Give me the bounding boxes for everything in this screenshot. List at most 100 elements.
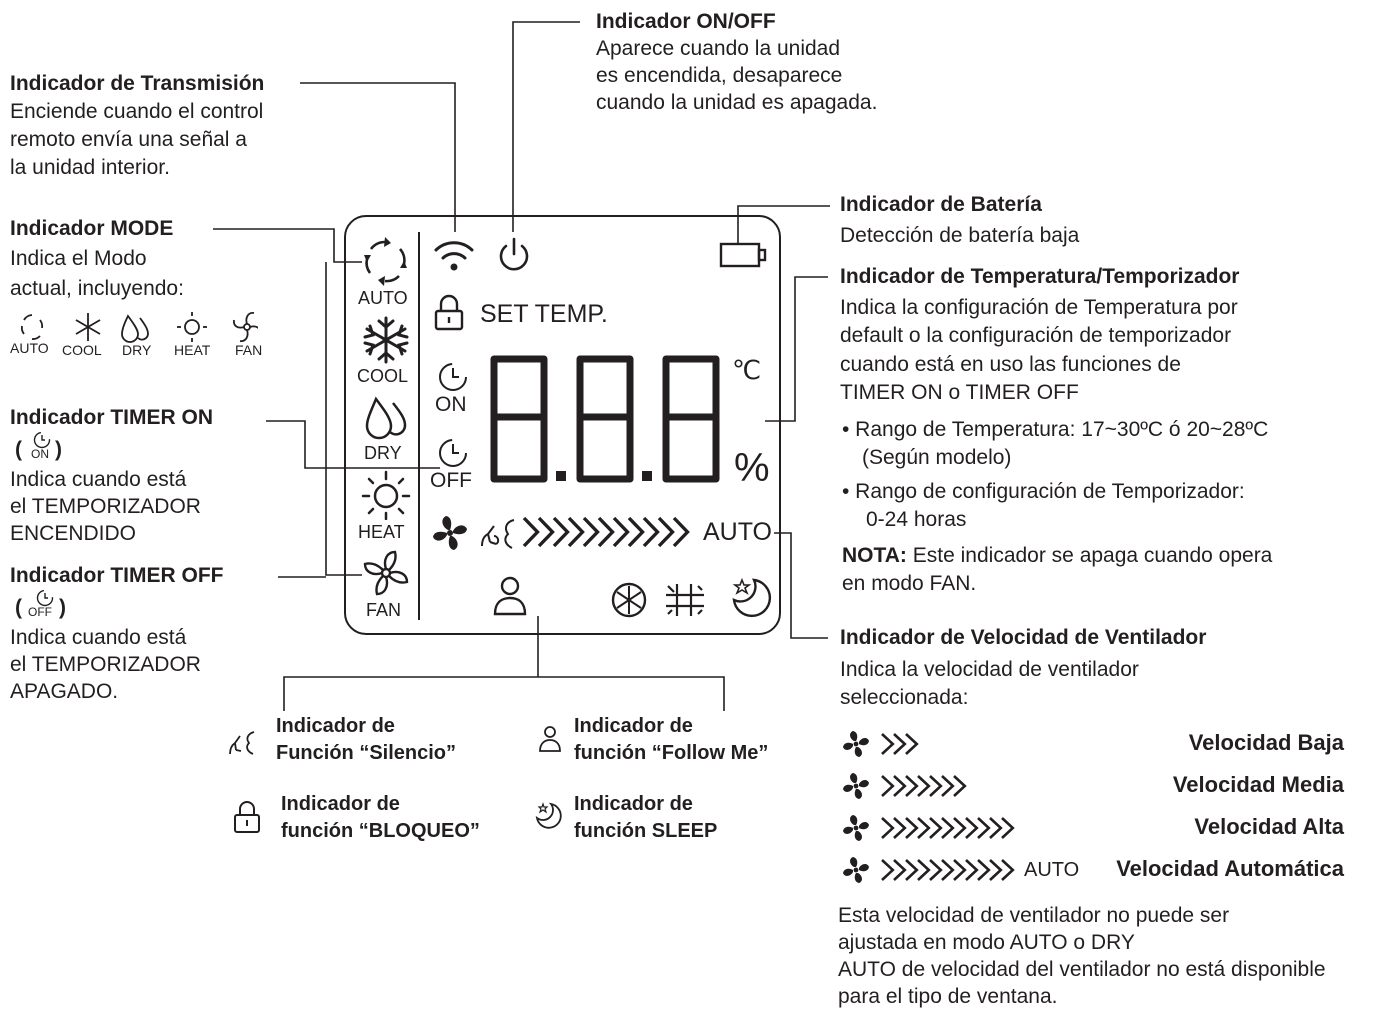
timer-off-small-label: OFF: [28, 605, 52, 619]
speed-row-label: Velocidad Media: [1172, 772, 1344, 797]
temperatura-bullet-2b: 0-24 horas: [866, 508, 967, 531]
speed-chevron: [893, 733, 907, 755]
mode-desc-2: actual, incluyendo:: [10, 277, 184, 300]
speed-chevron: [905, 775, 919, 797]
speed-chevron: [917, 859, 931, 881]
heat-sun-icon: [361, 470, 411, 520]
velocidad-footer-4: para el tipo de ventana.: [838, 985, 1058, 1008]
temperatura-note: NOTA: Este indicador se apaga cuando ope…: [842, 542, 1272, 570]
timer-on-desc-1: Indica cuando está: [10, 468, 187, 491]
transmission-wifi-icon: [434, 241, 474, 271]
timer-off-desc-1: Indica cuando está: [10, 626, 187, 649]
speed-row-label: Velocidad Automática: [1116, 856, 1344, 881]
follow-me-person-icon: [493, 576, 527, 616]
timer-off-desc-3: APAGADO.: [10, 680, 119, 703]
velocidad-footer-3: AUTO de velocidad del ventilador no está…: [838, 958, 1326, 981]
speed-row-label: Velocidad Alta: [1194, 814, 1344, 839]
speed-chevron: [1001, 817, 1015, 839]
lcd-fan-label: FAN: [366, 600, 402, 620]
speed-chevron: [941, 817, 955, 839]
sleep-line2: función SLEEP: [574, 820, 718, 842]
temperatura-desc-4: TIMER ON o TIMER OFF: [840, 381, 1079, 404]
temperatura-desc-1: Indica la configuración de Temperatura p…: [840, 296, 1238, 319]
fan-speed-icon: [433, 516, 467, 550]
cool-snowflake-icon: [363, 316, 409, 364]
lcd-speed-chevron: [657, 516, 675, 548]
speed-chevron: [893, 859, 907, 881]
note-label: NOTA:: [842, 544, 907, 567]
timer-on-small-label: ON: [31, 447, 49, 461]
timer-on-clock-icon: [439, 363, 467, 391]
lock-icon: [434, 294, 464, 331]
temperatura-title: Indicador de Temperatura/Temporizador: [840, 265, 1240, 288]
speed-chevron: [965, 817, 979, 839]
speed-chevron: [953, 859, 967, 881]
auto-mode-icon: [364, 237, 407, 286]
speed-chevron: [929, 775, 943, 797]
speed-fan-icon: [843, 773, 869, 799]
sleep-line1: Indicador de: [574, 793, 693, 815]
lcd-dry-label: DRY: [364, 443, 402, 463]
mode-title: Indicador MODE: [10, 217, 174, 240]
bloqueo-line2: función “BLOQUEO”: [281, 820, 480, 842]
lcd-speed-chevron: [552, 516, 570, 548]
timer-off-title: Indicador TIMER OFF: [10, 564, 224, 587]
mode-desc-1: Indica el Modo: [10, 247, 147, 270]
speed-chevron: [905, 733, 919, 755]
speed-chevron: [989, 817, 1003, 839]
temperatura-bullet-2: • Rango de configuración de Temporizador…: [842, 480, 1245, 503]
speed-chevron: [977, 817, 991, 839]
mode-label-cool: COOL: [62, 342, 102, 358]
speed-chevron: [905, 817, 919, 839]
speed-chevron: [917, 775, 931, 797]
followme-line2: función “Follow Me”: [574, 742, 769, 764]
mode-label-dry: DRY: [122, 342, 152, 358]
velocidad-footer-2: ajustada en modo AUTO o DRY: [838, 931, 1135, 954]
frost-grid-icon: [666, 584, 704, 616]
lcd-heat-label: HEAT: [358, 522, 405, 542]
temperatura-desc-3: cuando está en uso las funciones de: [840, 353, 1181, 376]
timer-off-small-clock-icon: [36, 589, 54, 607]
velocidad-desc-1: Indica la velocidad de ventilador: [840, 658, 1139, 681]
lcd-speed-chevron: [642, 516, 660, 548]
timer-on-paren-open: (: [15, 438, 22, 461]
sleep-legend-icon: [535, 802, 562, 829]
velocidad-footer-1: Esta velocidad de ventilador no puede se…: [838, 904, 1230, 927]
speed-row-graphic: [843, 773, 967, 799]
speed-row-auto: AUTO: [1024, 859, 1080, 881]
timer-on-desc-2: el TEMPORIZADOR: [10, 495, 201, 518]
lcd-speed-chevron: [537, 516, 555, 548]
timer-off-paren-close: ): [59, 596, 66, 619]
lcd-speed-chevron: [627, 516, 645, 548]
onoff-title: Indicador ON/OFF: [596, 10, 776, 33]
mode-label-fan: FAN: [235, 342, 263, 358]
lcd-speed-chevron: [597, 516, 615, 548]
velocidad-desc-2: seleccionada:: [840, 686, 969, 709]
timer-off-clock-icon: [439, 439, 467, 467]
self-clean-icon: [611, 582, 647, 618]
transmision-title: Indicador de Transmisión: [10, 72, 265, 95]
temperatura-desc-2: default o la configuración de temporizad…: [840, 324, 1232, 347]
speed-chevron: [1001, 859, 1015, 881]
speed-row-label: Velocidad Baja: [1188, 730, 1344, 755]
bloqueo-legend-icon: [234, 801, 260, 833]
dry-drops-icon: [365, 396, 407, 440]
speed-chevron: [881, 733, 895, 755]
silencio-line2: Función “Silencio”: [276, 742, 457, 764]
speed-chevron: [989, 859, 1003, 881]
battery-icon: [719, 242, 767, 268]
timer-on-desc-3: ENCENDIDO: [10, 522, 137, 545]
lcd-cool-label: COOL: [357, 366, 409, 386]
speed-chevron: [929, 817, 943, 839]
temperatura-bullet-1: • Rango de Temperatura: 17~30ºC ó 20~28º…: [842, 418, 1269, 441]
lcd-speed-chevron: [672, 516, 690, 548]
followme-line1: Indicador de: [574, 715, 693, 737]
speed-row-graphic: [843, 731, 919, 757]
temperatura-note-2: en modo FAN.: [842, 572, 977, 595]
speed-fan-icon: [843, 731, 869, 757]
bateria-desc: Detección de batería baja: [840, 224, 1080, 247]
timer-on-title: Indicador TIMER ON: [10, 406, 214, 429]
speed-chevron: [881, 859, 895, 881]
celsius-unit: ℃: [732, 355, 762, 385]
